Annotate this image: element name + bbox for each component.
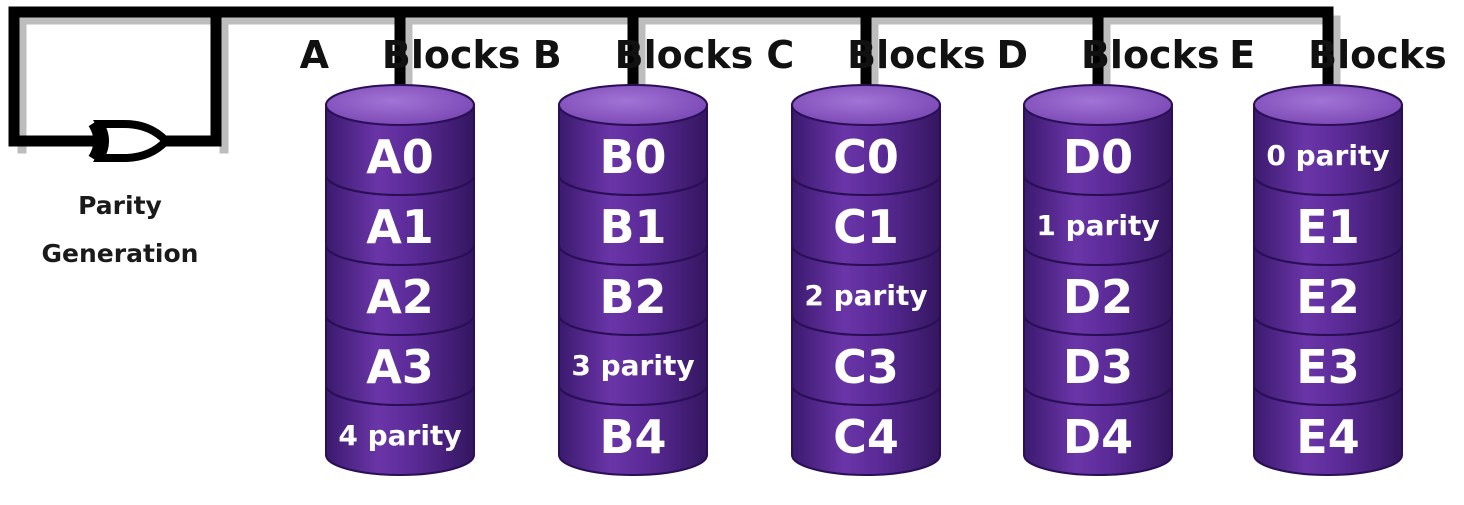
block-label: 3 parity bbox=[571, 349, 694, 382]
block-label: A2 bbox=[366, 270, 434, 324]
block-label: E2 bbox=[1296, 270, 1359, 324]
block-label: 4 parity bbox=[338, 419, 461, 452]
block-label: E1 bbox=[1296, 200, 1359, 254]
block-label: D2 bbox=[1063, 270, 1133, 324]
column-title: C Blocks bbox=[766, 33, 985, 77]
block-label: 1 parity bbox=[1036, 209, 1159, 242]
disk-segment bbox=[791, 84, 941, 196]
block-label: C4 bbox=[833, 410, 899, 464]
column-title: A Blocks bbox=[300, 33, 521, 77]
block-label: D4 bbox=[1063, 410, 1133, 464]
block-label: B2 bbox=[599, 270, 666, 324]
block-label: C0 bbox=[833, 130, 899, 184]
block-label: A0 bbox=[366, 130, 434, 184]
block-label: D3 bbox=[1063, 340, 1133, 394]
block-label: D0 bbox=[1063, 130, 1133, 184]
block-label: C3 bbox=[833, 340, 899, 394]
bus-shadow bbox=[17, 15, 1341, 154]
gate-output-line bbox=[160, 6, 222, 147]
parity-generation-label-line2: Generation bbox=[42, 239, 199, 268]
column-title: E Blocks bbox=[1229, 33, 1446, 77]
bus-line-main bbox=[8, 6, 1334, 147]
disk-segment bbox=[1253, 84, 1403, 196]
block-label: B4 bbox=[599, 410, 666, 464]
block-label: E3 bbox=[1296, 340, 1359, 394]
block-label: E4 bbox=[1296, 410, 1359, 464]
block-label: A1 bbox=[366, 200, 434, 254]
block-label: A3 bbox=[366, 340, 434, 394]
block-label: B0 bbox=[599, 130, 666, 184]
disk-segment bbox=[558, 84, 708, 196]
block-label: C1 bbox=[833, 200, 899, 254]
disk-segment bbox=[325, 84, 475, 196]
block-label: 2 parity bbox=[804, 279, 927, 312]
column-title: D Blocks bbox=[997, 33, 1220, 77]
block-label: 0 parity bbox=[1266, 139, 1389, 172]
block-label: B1 bbox=[599, 200, 666, 254]
disk-segment bbox=[1023, 84, 1173, 196]
column-title: B Blocks bbox=[533, 33, 753, 77]
parity-generation-label-line1: Parity bbox=[78, 191, 162, 220]
xor-gate-icon bbox=[88, 120, 172, 162]
